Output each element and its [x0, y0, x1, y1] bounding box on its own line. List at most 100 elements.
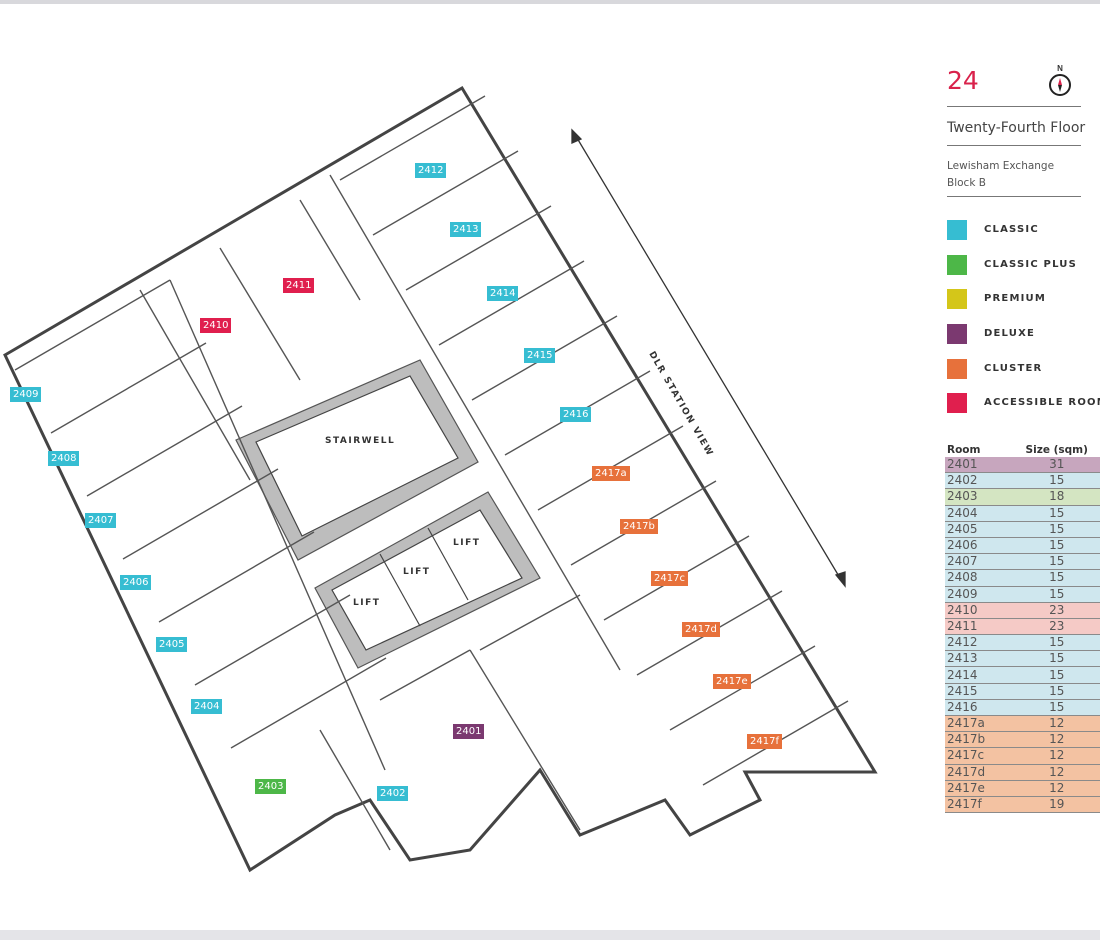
- room-label-2402[interactable]: 2402: [377, 786, 409, 801]
- building-name: Lewisham Exchange Block B: [947, 158, 1054, 192]
- room-cell: 2403: [945, 488, 1007, 506]
- wall-line: [405, 205, 552, 291]
- size-cell: 15: [1006, 699, 1100, 717]
- room-cell: 2404: [945, 505, 1007, 522]
- wall-line: [194, 594, 351, 686]
- stairwell-label: STAIRWELL: [325, 436, 396, 446]
- wall-line: [86, 405, 243, 497]
- wall-line: [299, 199, 361, 301]
- room-label-2417c[interactable]: 2417c: [651, 571, 688, 586]
- building-line1: Lewisham Exchange: [947, 160, 1055, 172]
- legend-label: DELUXE: [984, 328, 1036, 340]
- room-label-2406[interactable]: 2406: [120, 575, 152, 590]
- legend-swatch: [947, 393, 967, 414]
- lift-label: LIFT: [403, 567, 431, 577]
- compass-icon: N: [1048, 64, 1072, 102]
- room-label-2404[interactable]: 2404: [191, 699, 223, 714]
- wall-line: [230, 657, 387, 749]
- floor-name: Twenty-Fourth Floor: [947, 120, 1086, 136]
- room-cell: 2417d: [945, 764, 1007, 781]
- size-cell: 31: [1006, 457, 1100, 474]
- size-cell: 15: [1006, 569, 1100, 587]
- wall-line: [122, 468, 279, 560]
- legend-swatch: [947, 289, 967, 310]
- legend-label: CLASSIC PLUS: [984, 258, 1078, 270]
- room-cell: 2407: [945, 553, 1007, 571]
- room-label-2405[interactable]: 2405: [156, 637, 188, 652]
- col-header-size: Size (sqm): [1025, 443, 1088, 456]
- room-cell: 2413: [945, 650, 1007, 668]
- room-label-2412[interactable]: 2412: [415, 163, 447, 178]
- building-line2: Block B: [947, 177, 986, 189]
- room-cell: 2417c: [945, 747, 1007, 765]
- size-cell: 23: [1006, 602, 1100, 619]
- wall-line: [469, 649, 581, 831]
- room-label-2410[interactable]: 2410: [200, 318, 232, 333]
- legend-label: PREMIUM: [984, 293, 1047, 305]
- size-cell: 15: [1006, 666, 1100, 684]
- lift-label: LIFT: [353, 598, 381, 608]
- room-cell: 2411: [945, 618, 1007, 636]
- room-cell: 2412: [945, 634, 1007, 652]
- room-label-2414[interactable]: 2414: [487, 286, 519, 301]
- room-label-2417b[interactable]: 2417b: [620, 519, 658, 534]
- wall-line: [372, 150, 519, 236]
- room-label-2409[interactable]: 2409: [10, 387, 42, 402]
- size-cell: 12: [1006, 747, 1100, 765]
- bottom-border: [0, 930, 1100, 940]
- room-label-2408[interactable]: 2408: [48, 451, 80, 466]
- size-cell: 15: [1006, 650, 1100, 668]
- size-cell: 15: [1006, 683, 1100, 700]
- room-cell: 2417f: [945, 796, 1007, 814]
- wall-line: [479, 594, 581, 651]
- room-cell: 2417e: [945, 780, 1007, 797]
- building-outline: [3, 85, 878, 873]
- room-label-2401[interactable]: 2401: [453, 724, 485, 739]
- room-label-2407[interactable]: 2407: [85, 513, 117, 528]
- room-label-2413[interactable]: 2413: [450, 222, 482, 237]
- wall-line: [219, 247, 301, 381]
- room-label-2403[interactable]: 2403: [255, 779, 287, 794]
- legend-swatch: [947, 358, 967, 379]
- legend-label: ACCESSIBLE ROOM: [984, 397, 1100, 409]
- view-arrow: [571, 128, 846, 588]
- size-cell: 19: [1006, 796, 1100, 814]
- size-cell: 15: [1006, 586, 1100, 603]
- wall-line: [158, 531, 315, 623]
- size-cell: 15: [1006, 521, 1100, 538]
- stairwell-inner: [255, 375, 459, 537]
- col-header-room: Room: [947, 443, 981, 456]
- room-label-2417e[interactable]: 2417e: [713, 674, 751, 689]
- room-label-2411[interactable]: 2411: [283, 278, 315, 293]
- room-label-2417a[interactable]: 2417a: [592, 466, 630, 481]
- room-cell: 2410: [945, 602, 1007, 619]
- size-cell: 23: [1006, 618, 1100, 636]
- room-cell: 2416: [945, 699, 1007, 717]
- room-label-2417f[interactable]: 2417f: [747, 734, 782, 749]
- divider: [947, 106, 1081, 107]
- room-label-2416[interactable]: 2416: [560, 407, 592, 422]
- divider: [947, 196, 1081, 197]
- room-label-2417d[interactable]: 2417d: [682, 622, 720, 637]
- legend-swatch: [947, 254, 967, 275]
- wall-line: [329, 174, 621, 671]
- legend-swatch: [947, 324, 967, 345]
- floor-plan: [3, 85, 878, 873]
- room-cell: 2406: [945, 537, 1007, 555]
- room-label-2415[interactable]: 2415: [524, 348, 556, 363]
